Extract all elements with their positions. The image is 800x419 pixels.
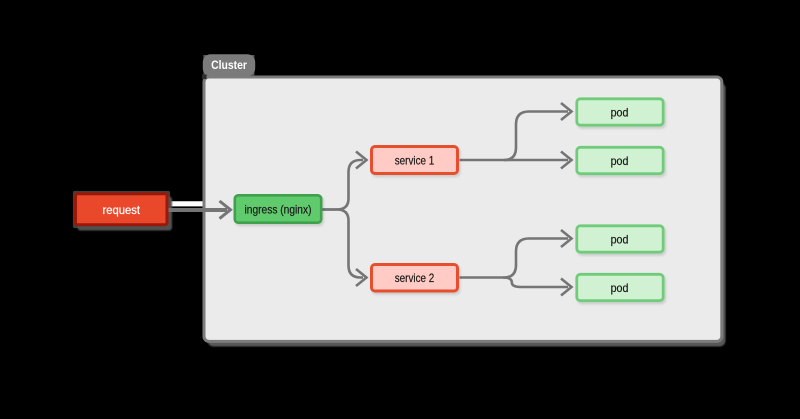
svg-text:pod: pod [611,154,629,168]
svg-text:service 1: service 1 [395,153,435,167]
svg-text:service 2: service 2 [395,271,435,285]
svg-text:Cluster: Cluster [211,58,247,72]
svg-text:pod: pod [611,281,629,295]
svg-text:pod: pod [611,232,629,246]
svg-text:request: request [103,203,141,217]
svg-text:pod: pod [611,105,629,119]
svg-text:ingress (nginx): ingress (nginx) [245,203,312,217]
